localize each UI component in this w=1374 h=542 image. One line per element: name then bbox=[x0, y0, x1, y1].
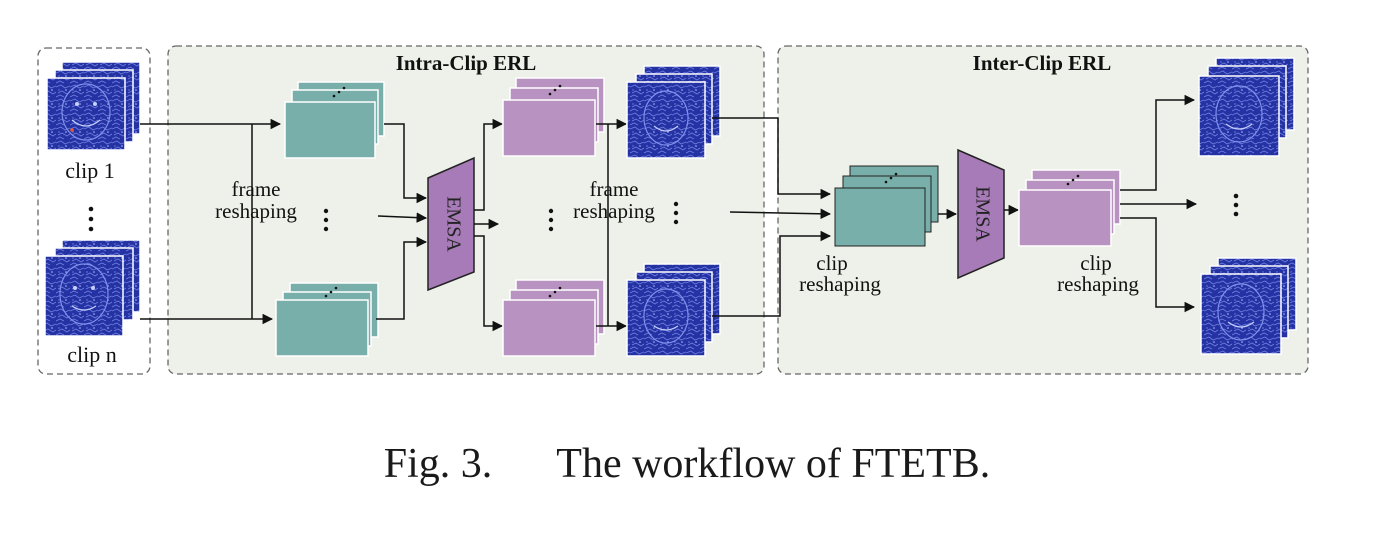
arrow-emsa1-to-purple-bottom bbox=[474, 235, 504, 332]
arrow-teal-bottom-to-emsa1 bbox=[376, 236, 428, 320]
frame-reshaping-2-line2: reshaping bbox=[573, 199, 655, 223]
emsa-1-label: EMSA bbox=[442, 196, 464, 252]
intra-teal-ellipsis bbox=[323, 208, 329, 232]
arrow-inter-to-output-top bbox=[1120, 94, 1196, 191]
intra-output-clip-bottom bbox=[626, 263, 721, 357]
intra-output-clip-top bbox=[626, 65, 721, 159]
figure-caption-text: The workflow of FTETB. bbox=[556, 441, 991, 487]
frame-reshaping-1-line2: reshaping bbox=[215, 199, 297, 223]
output-clip-top bbox=[1198, 57, 1295, 157]
purple-feature-stack-top bbox=[502, 77, 605, 157]
intra-output-ellipsis bbox=[673, 201, 679, 225]
clip-reshaping-2-line1: clip bbox=[1080, 251, 1112, 275]
teal-feature-stack-bottom bbox=[275, 282, 379, 357]
frame-reshaping-2-line1: frame bbox=[590, 177, 639, 201]
output-ellipsis bbox=[1233, 193, 1239, 217]
input-clip-1-stack bbox=[46, 61, 141, 151]
intra-clip-title: Intra-Clip ERL bbox=[396, 51, 537, 75]
clip-reshaping-1-line2: reshaping bbox=[799, 272, 881, 296]
intra-purple-ellipsis bbox=[548, 208, 554, 232]
arrow-teal-top-to-emsa1 bbox=[384, 123, 428, 204]
arrow-emsa1-to-purple-top bbox=[474, 118, 504, 211]
emsa-2-label: EMSA bbox=[971, 186, 993, 242]
figure-number: Fig. 3. bbox=[383, 441, 493, 487]
arrow-middle-to-emsa1 bbox=[377, 212, 428, 223]
teal-feature-stack-top bbox=[284, 81, 385, 159]
emsa-block-1 bbox=[427, 156, 475, 292]
teal-feature-stack-inter bbox=[834, 165, 939, 247]
emsa-block-2 bbox=[957, 148, 1005, 280]
purple-feature-stack-inter bbox=[1018, 169, 1121, 247]
output-clip-bottom bbox=[1200, 257, 1297, 355]
figure-caption: Fig. 3. The workflow of FTETB. bbox=[0, 440, 1374, 488]
input-clip-n-stack bbox=[44, 239, 141, 337]
clip-reshaping-1-line1: clip bbox=[816, 251, 848, 275]
arrow-intra-bottom-to-teal-inter bbox=[712, 230, 832, 317]
arrow-intra-middle-to-teal-inter bbox=[729, 208, 832, 220]
inter-clip-title: Inter-Clip ERL bbox=[973, 51, 1112, 75]
purple-feature-stack-bottom bbox=[502, 279, 605, 357]
arrow-intra-top-to-teal-inter bbox=[712, 117, 832, 200]
arrow-inter-to-output-bottom bbox=[1120, 217, 1196, 313]
frame-reshaping-1-line1: frame bbox=[232, 177, 281, 201]
input-clips-ellipsis bbox=[88, 206, 94, 232]
clip-n-label: clip n bbox=[67, 342, 117, 367]
clip-reshaping-2-line2: reshaping bbox=[1057, 272, 1139, 296]
clip-1-label: clip 1 bbox=[65, 158, 115, 183]
